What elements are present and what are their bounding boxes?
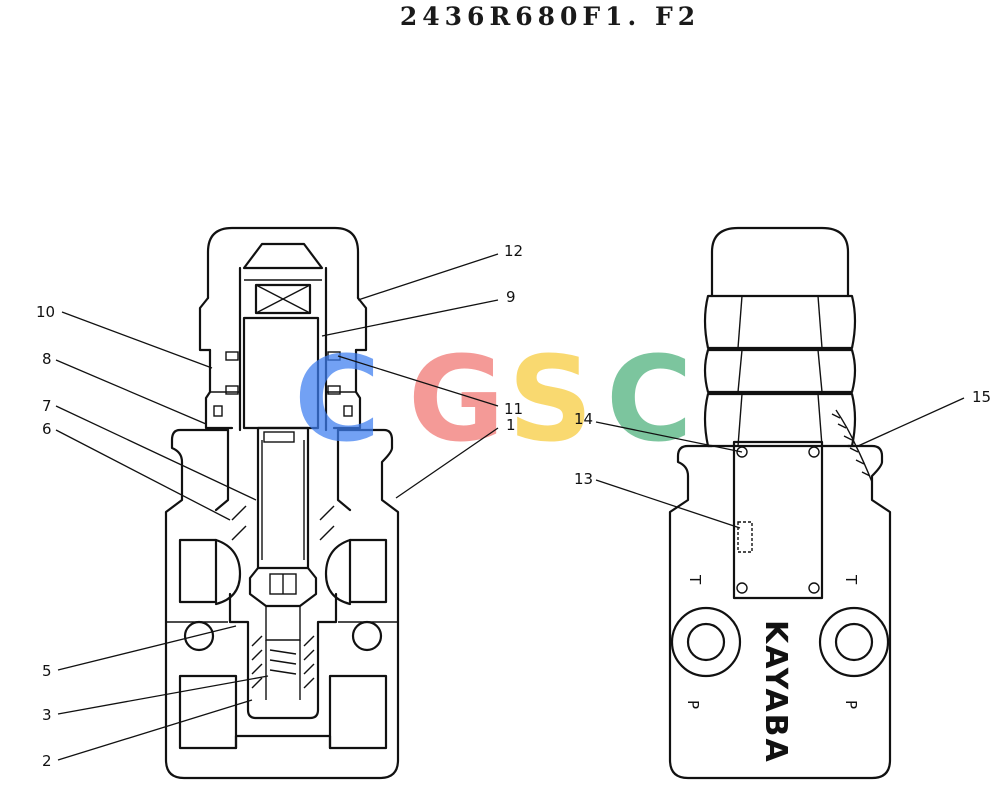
callout-2: 2 — [42, 752, 52, 770]
port-circle-left — [670, 606, 742, 678]
callout-12: 12 — [504, 242, 523, 260]
watermark-letter-2: G — [408, 330, 505, 468]
port-t-left: T — [686, 574, 704, 585]
cap-nut — [206, 226, 360, 300]
callout-7: 7 — [42, 397, 52, 415]
hex-nut-stack — [703, 294, 857, 448]
kayaba-mark: KAYABA — [758, 620, 793, 764]
watermark-letter-1: C — [294, 330, 381, 468]
callout-11: 11 — [504, 400, 523, 418]
watermark-letter-4: C — [606, 330, 693, 468]
valve-body — [164, 428, 400, 780]
watermark: C G S C — [294, 330, 693, 468]
callouts: 12 9 10 8 7 6 11 1 5 3 2 14 13 — [36, 242, 991, 770]
exterior-view: T T P P KAYABA — [668, 226, 892, 780]
port-t-right: T — [842, 574, 860, 585]
mount-hole-left — [183, 620, 215, 652]
mount-hole-right — [351, 620, 383, 652]
callout-5: 5 — [42, 662, 52, 680]
ext-cap — [710, 226, 850, 298]
callout-14: 14 — [574, 410, 593, 428]
spring-chamber — [256, 426, 310, 570]
drawing-title: 2436R680F1. F2 — [399, 2, 701, 31]
callout-8: 8 — [42, 350, 52, 368]
port-p-left: P — [684, 700, 702, 709]
ext-body — [668, 444, 892, 780]
watermark-letter-3: S — [508, 330, 593, 468]
callout-15: 15 — [972, 388, 991, 406]
callout-10: 10 — [36, 303, 55, 321]
lock-nut-left — [204, 348, 234, 430]
callout-3: 3 — [42, 706, 52, 724]
callout-1: 1 — [506, 416, 516, 434]
port-p-right: P — [842, 700, 860, 709]
name-plate — [732, 440, 824, 600]
hatched-walls — [231, 505, 335, 689]
lock-nut-right — [332, 348, 362, 430]
port-circle-right — [818, 606, 890, 678]
callout-9: 9 — [506, 288, 516, 306]
sectional-view — [164, 226, 400, 780]
callout-13: 13 — [574, 470, 593, 488]
callout-6: 6 — [42, 420, 52, 438]
